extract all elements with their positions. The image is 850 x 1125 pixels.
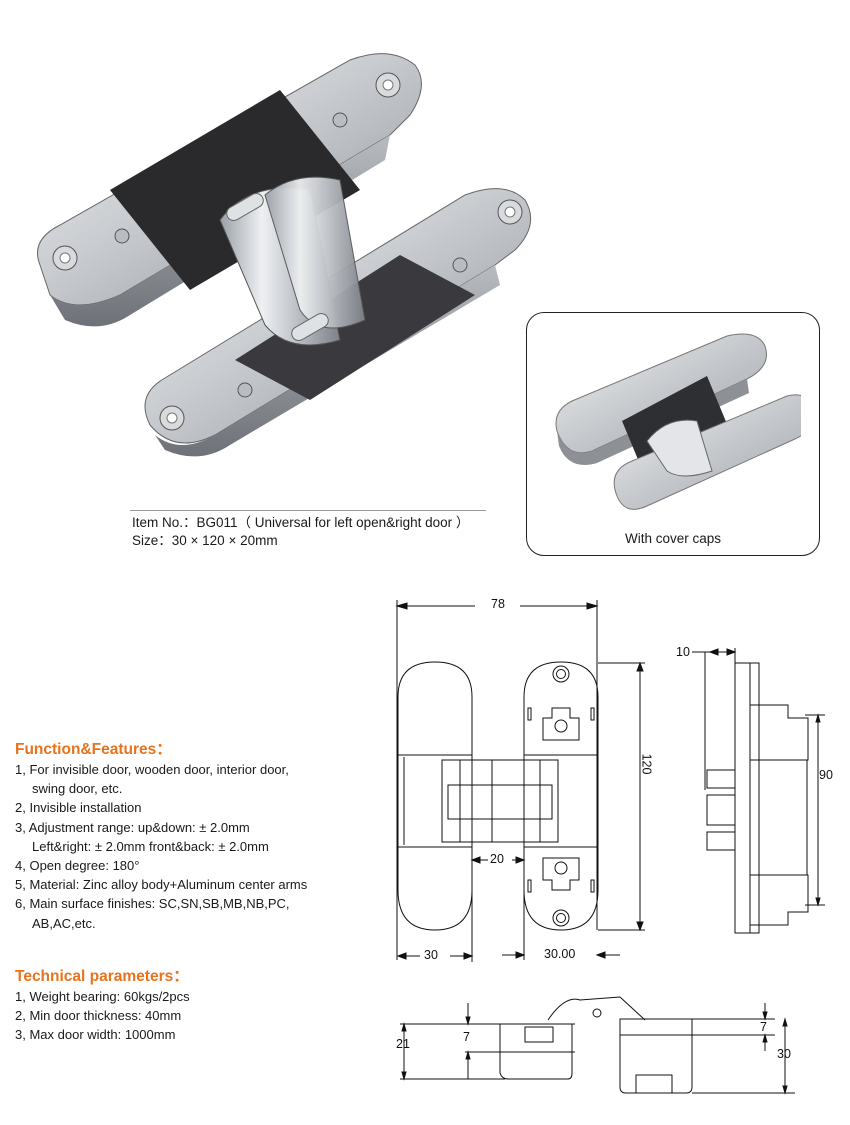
dimension-depth-10: 10 [676, 645, 690, 659]
feature-item: 1, For invisible door, wooden door, inte… [15, 762, 289, 777]
dimension-left-inner-7: 7 [463, 1030, 470, 1044]
dimension-width-78: 78 [491, 597, 505, 611]
dimension-gap-20: 20 [490, 852, 504, 866]
technical-title: Technical parameters： [15, 968, 189, 985]
dimension-body-90: 90 [819, 768, 833, 782]
cover-caps-caption: With cover caps [624, 531, 722, 546]
hinge-product-photo [37, 53, 532, 457]
hinge-with-caps-photo [555, 333, 801, 510]
feature-item: 6, Main surface finishes: SC,SN,SB,MB,NB… [15, 896, 290, 912]
features-title: Function&Features： [15, 741, 172, 758]
dimension-right-height-30: 30 [777, 1047, 791, 1061]
feature-item: 2, Invisible installation [15, 800, 142, 816]
center-arms [219, 176, 366, 346]
side-view-drawing [692, 648, 825, 934]
dimension-left-30: 30 [424, 948, 438, 962]
cover-caps-panel: With cover caps [526, 312, 820, 556]
dimension-height-120: 120 [639, 753, 654, 775]
feature-item-continued: swing door, etc. [32, 781, 123, 797]
feature-item-continued: AB,AC,etc. [32, 915, 96, 931]
feature-item: 5, Material: Zinc alloy body+Aluminum ce… [15, 877, 308, 893]
caption-divider [130, 510, 486, 511]
item-size: Size：30 × 120 × 20mm [132, 533, 278, 548]
dimension-right-30: 30.00 [544, 947, 576, 961]
technical-item: 3, Max door width: 1000mm [15, 1027, 176, 1043]
technical-list: 1, Weight bearing: 60kgs/2pcs 2, Min doo… [15, 987, 190, 1045]
feature-item-continued: Left&right: ± 2.0mm front&back: ± 2.0mm [32, 838, 269, 854]
item-number: Item No.：BG011（ Universal for left open&… [132, 515, 470, 530]
dimension-left-height-21: 21 [396, 1037, 410, 1051]
dimension-right-inner-7: 7 [760, 1020, 767, 1034]
feature-item: 3, Adjustment range: up&down: ± 2.0mm [15, 819, 250, 835]
bottom-view-drawing [400, 996, 795, 1095]
technical-item: 1, Weight bearing: 60kgs/2pcs [15, 989, 190, 1004]
upper-hinge-plate [37, 53, 422, 327]
technical-item: 2, Min door thickness: 40mm [15, 1008, 182, 1024]
front-view-drawing [395, 600, 645, 962]
features-list: 1, For invisible door, wooden door, inte… [15, 760, 307, 933]
feature-item: 4, Open degree: 180° [15, 858, 140, 874]
